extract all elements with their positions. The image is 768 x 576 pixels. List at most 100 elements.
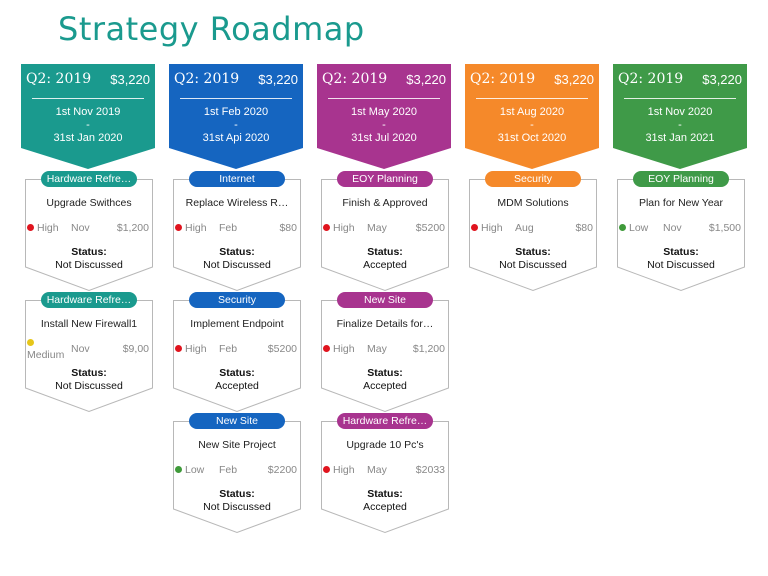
status-value: Accepted [363, 380, 407, 392]
card-outline [173, 421, 301, 534]
category-tag: Security [485, 171, 581, 187]
task-title: Upgrade 10 Pc's [346, 439, 424, 451]
quarter-amount: $3,220 [110, 71, 150, 87]
status-value: Accepted [215, 380, 259, 392]
task-meta: High Feb $80 [175, 221, 297, 235]
start-date: 1st Nov 2019 [55, 106, 121, 118]
date-separator: - [234, 119, 238, 131]
status-label: Status: [367, 488, 403, 500]
task-month: May [367, 464, 387, 476]
status-value: Accepted [363, 501, 407, 513]
priority: High [323, 343, 367, 355]
category-tag: New Site [189, 413, 285, 429]
banner-header: Q2: 2019$3,220 [618, 70, 742, 88]
task-month: Aug [515, 222, 534, 234]
task-amount: $80 [575, 222, 593, 234]
status-label: Status: [367, 367, 403, 379]
status-label: Status: [219, 367, 255, 379]
quarter-label: Q2: 2019 [26, 71, 92, 87]
task-month: Nov [663, 222, 682, 234]
category-tag: EOY Planning [337, 171, 433, 187]
end-date: 31st Api 2020 [202, 132, 270, 144]
task-amount: $1,200 [412, 343, 445, 355]
priority-label: Medium [27, 349, 65, 361]
priority: High [175, 343, 219, 355]
banner-divider [476, 98, 588, 99]
date-separator: - [678, 119, 682, 131]
task-title: Finalize Details for… [336, 318, 434, 330]
priority-dot [27, 224, 34, 231]
card-outline [173, 179, 301, 292]
task-title: New Site Project [198, 439, 276, 451]
card-outline [25, 179, 153, 292]
priority-label: High [185, 343, 207, 355]
task-amount: $1,200 [116, 222, 149, 234]
priority-label: High [333, 343, 355, 355]
task-title: MDM Solutions [497, 197, 569, 209]
banner-divider [328, 98, 440, 99]
task-amount: $2200 [267, 464, 297, 476]
task-amount: $2033 [415, 464, 445, 476]
card-outline [321, 421, 449, 534]
date-range: 1st May 2020-31st Jul 2020 [317, 106, 451, 145]
task-month: Feb [219, 343, 238, 355]
status-value: Not Discussed [203, 259, 271, 271]
priority-label: High [481, 222, 503, 234]
banner-header: Q2: 2019$3,220 [322, 70, 446, 88]
priority: High [471, 222, 515, 234]
priority-label: High [333, 464, 355, 476]
card-outline [321, 300, 449, 413]
quarter-label: Q2: 2019 [470, 71, 536, 87]
priority-label: Low [185, 464, 205, 476]
task-month: Nov [71, 343, 90, 355]
date-range: 1st Aug 2020-31st Oct 2020 [465, 106, 599, 145]
priority: Medium [27, 337, 71, 361]
priority-dot [323, 466, 330, 473]
date-range: 1st Feb 2020-31st Api 2020 [169, 106, 303, 145]
task-title: Install New Firewall1 [40, 318, 138, 330]
status-label: Status: [71, 246, 107, 258]
task-month: Feb [219, 222, 238, 234]
priority: High [323, 464, 367, 476]
status-label: Status: [219, 488, 255, 500]
status-value: Not Discussed [499, 259, 567, 271]
status-value: Not Discussed [203, 501, 271, 513]
task-meta: High Aug $80 [471, 221, 593, 235]
status-label: Status: [367, 246, 403, 258]
task-title: Finish & Approved [342, 197, 428, 209]
end-date: 31st Jul 2020 [351, 132, 417, 144]
task-title: Implement Endpoint [190, 318, 284, 330]
banner-divider [624, 98, 736, 99]
priority-label: High [185, 222, 207, 234]
status-value: Accepted [363, 259, 407, 271]
end-date: 31st Oct 2020 [497, 132, 567, 144]
banner-divider [180, 98, 292, 99]
task-month: May [367, 222, 387, 234]
start-date: 1st May 2020 [350, 106, 418, 118]
priority-label: Low [629, 222, 649, 234]
task-amount: $80 [279, 222, 297, 234]
task-amount: $1,500 [708, 222, 741, 234]
priority-dot [175, 345, 182, 352]
start-date: 1st Aug 2020 [499, 106, 565, 118]
priority-dot [175, 466, 182, 473]
status-label: Status: [71, 367, 107, 379]
task-title: Plan for New Year [638, 197, 724, 209]
